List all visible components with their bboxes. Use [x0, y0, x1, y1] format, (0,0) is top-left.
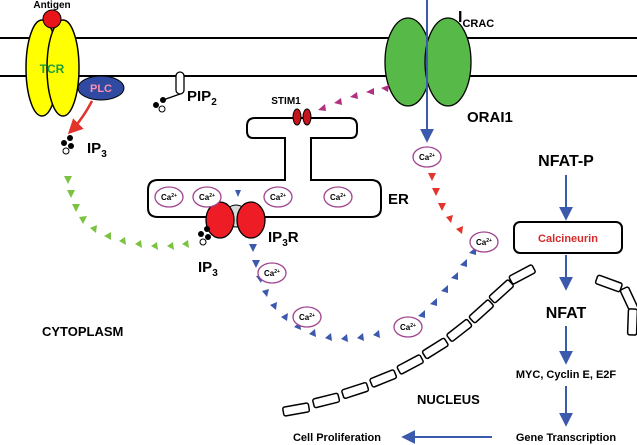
target-genes-label: MYC, Cyclin E, E2F — [516, 369, 617, 381]
calcium-ion: Ca2+ — [469, 231, 499, 253]
plc-enzyme — [77, 75, 125, 101]
svg-text:Ca2+: Ca2+ — [400, 323, 416, 332]
gene-transcription-label: Gene Transcription — [516, 432, 617, 444]
calcium-ion: Ca2+ — [323, 186, 353, 208]
tcr-complex: TCR — [25, 19, 80, 117]
ip3-label-upper: IP3 — [87, 140, 107, 160]
tcr-label: TCR — [40, 62, 65, 76]
svg-text:Ca2+: Ca2+ — [270, 193, 286, 202]
calcium-entry-arrow — [428, 173, 463, 234]
calcium-ion: Ca2+ — [412, 146, 442, 168]
calcium-ion: Ca2+ — [154, 186, 184, 208]
svg-text:Ca2+: Ca2+ — [161, 193, 177, 202]
cell-proliferation-label: Cell Proliferation — [293, 432, 381, 444]
nfat-p-label: NFAT-P — [538, 153, 594, 170]
icrac-label: ICRAC — [458, 9, 494, 30]
antigen-label: Antigen — [33, 0, 70, 11]
pip2-molecule — [153, 71, 185, 113]
calcium-ion: Ca2+ — [393, 316, 423, 338]
nucleus-label: NUCLEUS — [417, 392, 480, 407]
plc-label: PLC — [90, 83, 112, 95]
er-label: ER — [388, 191, 409, 208]
orai1-subunit-left — [384, 17, 432, 107]
calcium-ion: Ca2+ — [192, 186, 222, 208]
ip3-diffusion-arrow — [64, 176, 189, 250]
ip3-molecule-upper — [61, 135, 74, 155]
svg-text:Ca2+: Ca2+ — [476, 238, 492, 247]
svg-text:Ca2+: Ca2+ — [264, 269, 280, 278]
ip3-label-lower: IP3 — [198, 259, 218, 279]
stim1-to-orai1-arrow — [318, 85, 389, 111]
nfat-label: NFAT — [546, 305, 587, 322]
ip3-molecule-lower — [198, 226, 211, 246]
svg-text:Ca2+: Ca2+ — [199, 193, 215, 202]
pip2-label: PIP2 — [187, 88, 217, 108]
plc-to-ip3-arrow — [67, 100, 94, 135]
orai1-label: ORAI1 — [467, 109, 513, 126]
ip3-receptor — [205, 201, 266, 239]
stim1-label: STIM1 — [271, 96, 301, 107]
nuclear-envelope — [282, 264, 637, 417]
stim1-protein — [292, 108, 312, 126]
calcium-ion: Ca2+ — [292, 306, 322, 328]
orai1-channel — [384, 17, 472, 107]
calcium-ion: Ca2+ — [257, 262, 287, 284]
antigen — [42, 9, 62, 29]
svg-text:Ca2+: Ca2+ — [330, 193, 346, 202]
svg-text:Ca2+: Ca2+ — [299, 313, 315, 322]
calcium-release-arrow — [249, 244, 476, 342]
orai1-subunit-right — [424, 17, 472, 107]
ip3r-label: IP3R — [268, 229, 299, 249]
cytoplasm-label: CYTOPLASM — [42, 324, 123, 339]
er-release-arrowhead — [235, 190, 241, 197]
svg-text:Ca2+: Ca2+ — [419, 153, 435, 162]
calcineurin-label: Calcineurin — [538, 233, 598, 245]
calcineurin-box — [513, 221, 623, 254]
calcium-ion: Ca2+ — [263, 186, 293, 208]
tcr-subunit-right — [46, 19, 80, 117]
